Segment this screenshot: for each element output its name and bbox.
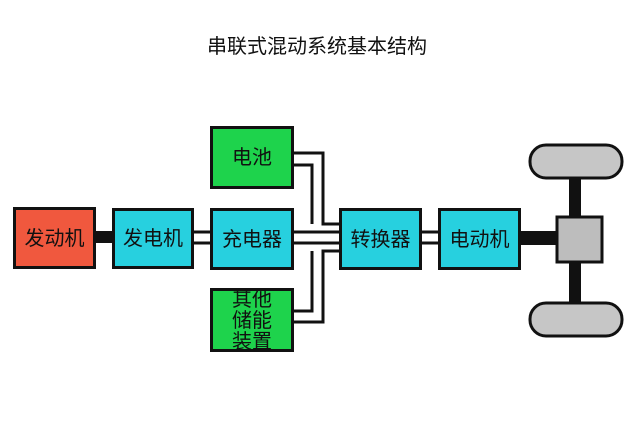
diagram-title: 串联式混动系统基本结构 bbox=[207, 34, 427, 58]
battery-link bbox=[293, 151, 340, 226]
charger-link bbox=[293, 230, 340, 245]
other-storage-link bbox=[293, 249, 340, 324]
engine-generator-shaft bbox=[95, 231, 113, 243]
motor-block: 电动机 bbox=[438, 208, 521, 270]
motor-axle-shaft bbox=[520, 231, 558, 245]
converter-block: 转换器 bbox=[339, 208, 422, 270]
charger-block: 充电器 bbox=[210, 208, 294, 270]
differential bbox=[555, 215, 604, 264]
bottom-wheel bbox=[528, 301, 624, 338]
top-wheel bbox=[528, 143, 624, 180]
converter-motor-link bbox=[421, 230, 439, 245]
generator-charger-link bbox=[193, 230, 211, 245]
generator-block: 发电机 bbox=[112, 208, 194, 269]
other-storage-block: 其他储能装置 bbox=[210, 288, 294, 352]
engine-block: 发动机 bbox=[13, 207, 96, 269]
battery-block: 电池 bbox=[210, 126, 294, 189]
